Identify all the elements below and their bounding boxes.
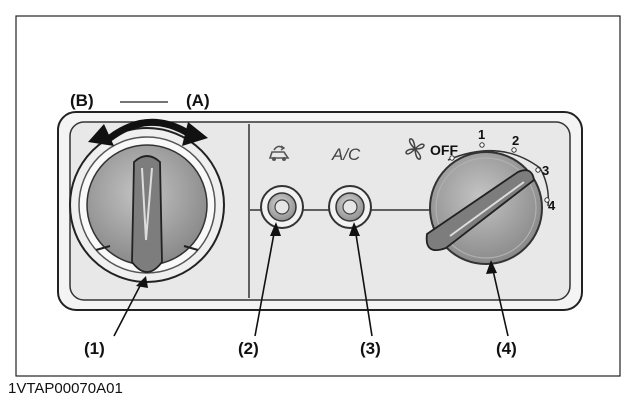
fan-icon [405, 138, 425, 160]
fan-scale-arc [447, 149, 550, 207]
figure-frame [15, 15, 621, 377]
callout-3: (3) [360, 339, 381, 358]
callout-2: (2) [238, 339, 259, 358]
temperature-dial-grip[interactable] [131, 155, 163, 273]
ac-button[interactable] [328, 185, 372, 229]
leader-3 [354, 227, 373, 337]
air-recirculation-icon [268, 145, 290, 161]
leader-2 [254, 227, 276, 337]
arrow-head-b [88, 124, 114, 146]
temperature-dial[interactable] [69, 127, 225, 283]
blower-dial-grip[interactable] [425, 169, 535, 252]
fan-speed-2: 2 [512, 133, 519, 148]
recirculation-button[interactable] [260, 185, 304, 229]
leader-4 [491, 265, 509, 337]
leader-1 [113, 281, 143, 337]
figure-code: 1VTAP00070A01 [8, 380, 123, 397]
fan-speed-3: 3 [542, 163, 549, 178]
callout-4: (4) [496, 339, 517, 358]
arrow-head-a [182, 122, 208, 146]
double-headed-arrow-icon [106, 118, 190, 142]
callout-1: (1) [84, 339, 105, 358]
fan-speed-4: 4 [548, 198, 556, 213]
fan-off-label: OFF [430, 142, 458, 158]
blower-speed-dial[interactable] [425, 151, 543, 265]
fan-speed-1: 1 [478, 127, 485, 142]
ac-symbol: A/C [331, 145, 361, 164]
label-b: (B) [70, 91, 94, 110]
label-a: (A) [186, 91, 210, 110]
